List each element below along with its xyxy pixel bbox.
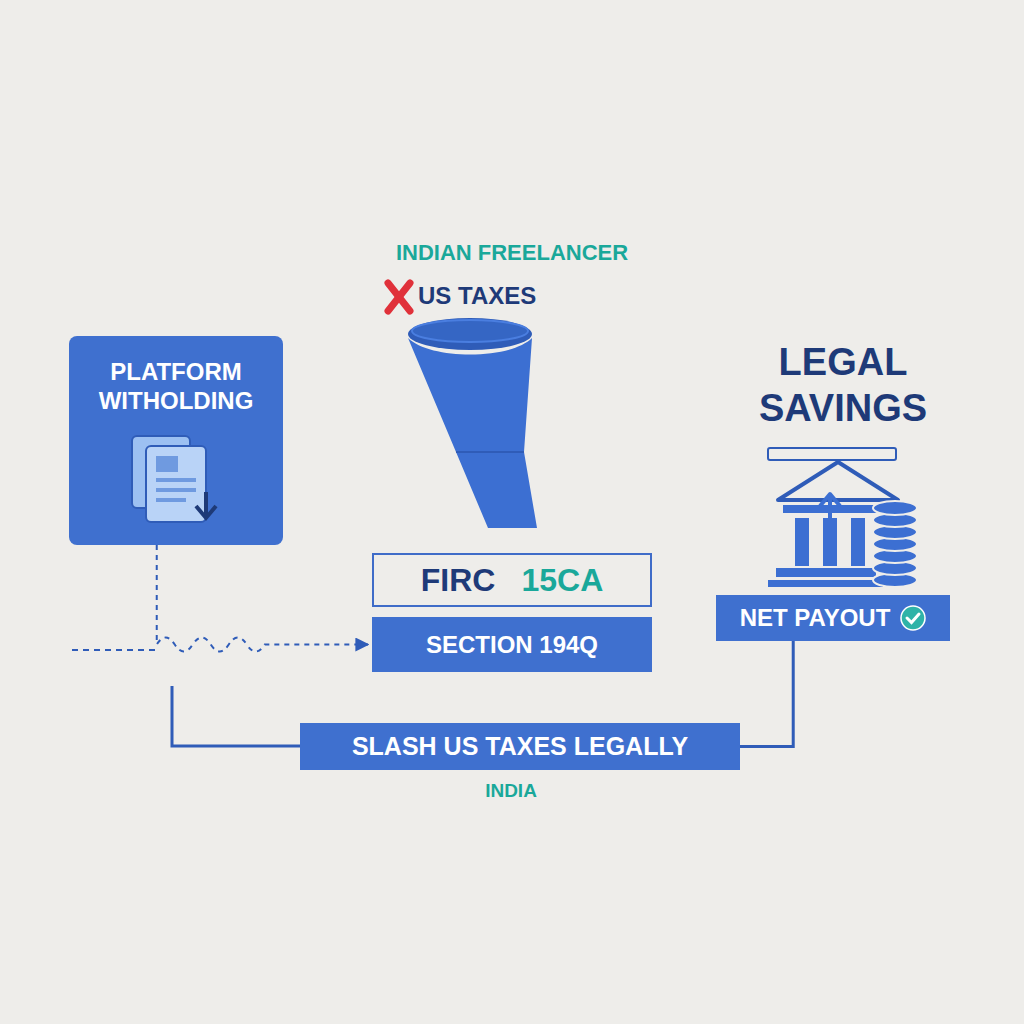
node-text: PLATFORM WITHOLDING: [83, 358, 269, 416]
platform-box: PLATFORM WITHOLDING: [69, 336, 283, 545]
node-text: SLASH US TAXES LEGALLY: [352, 732, 688, 761]
bracket-line: [172, 686, 300, 746]
country-label: INDIA: [485, 780, 537, 802]
section-bar: SECTION 194Q: [372, 617, 652, 672]
slash-bar: SLASH US TAXES LEGALLY: [300, 723, 740, 770]
red-cross: [388, 283, 410, 311]
node-text: FIRC: [421, 562, 496, 599]
check-icon: [900, 605, 926, 631]
node-text: NET PAYOUT: [740, 604, 891, 632]
savings-heading: LEGAL SAVINGS: [743, 340, 943, 431]
bank-icon: [768, 448, 917, 587]
dashed-lead: [72, 649, 158, 651]
tax-label: US TAXES: [418, 282, 536, 310]
flow-connector: [157, 545, 368, 652]
flow-connector: [740, 641, 793, 747]
payout-bar: NET PAYOUT: [716, 595, 950, 641]
document-box: FIRC 15CA: [372, 553, 652, 607]
funnel-icon: [408, 318, 537, 528]
documents-icon: [126, 430, 226, 530]
node-text: SECTION 194Q: [426, 631, 598, 659]
heading-label: INDIAN FREELANCER: [396, 240, 628, 266]
node-text: 15CA: [521, 562, 603, 599]
